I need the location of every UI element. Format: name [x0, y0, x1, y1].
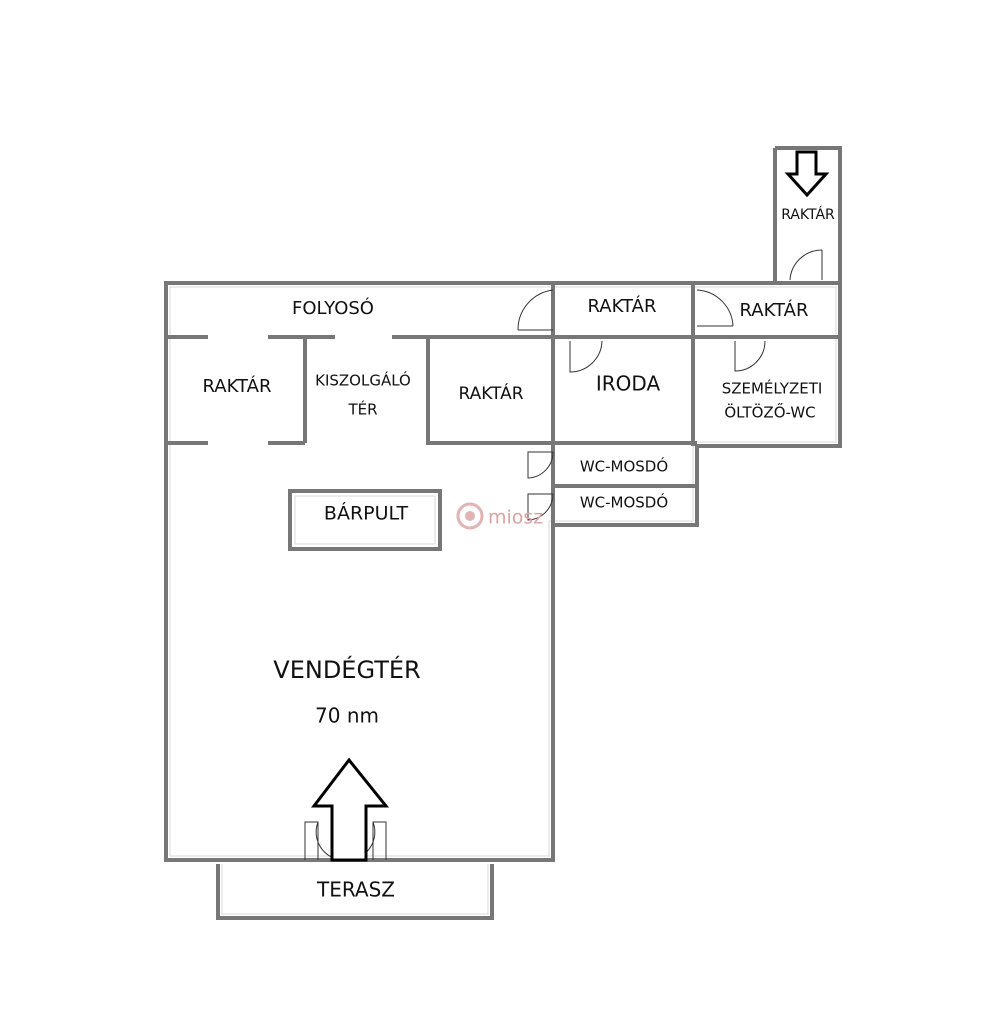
label-raktar-left: RAKTÁR — [203, 375, 272, 397]
door-swing-raktar-right — [696, 289, 734, 327]
label-vendegter-area: 70 nm — [315, 704, 379, 728]
tower-wall-right — [775, 146, 842, 283]
label-raktar-tower: RAKTÁR — [781, 206, 835, 223]
label-szemelyzeti-line2: ÖLTÖZŐ-WC — [724, 402, 815, 422]
up-arrow-icon — [310, 757, 390, 862]
label-kiszolgalo-line1: KISZOLGÁLÓ — [315, 371, 411, 390]
terasz-wall — [216, 864, 494, 920]
barpult-counter-inner — [294, 495, 436, 545]
label-barpult: BÁRPULT — [324, 502, 409, 525]
label-raktar-center: RAKTÁR — [458, 382, 523, 404]
watermark-text: miosz — [488, 507, 543, 529]
room-labels: FOLYOSÓ RAKTÁR RAKTÁR RAKTÁR RAKTÁR KISZ… — [203, 206, 836, 902]
door-swing-raktar-mid — [517, 289, 554, 331]
down-arrow-icon — [784, 150, 830, 198]
label-wc2: WC-MOSDÓ — [580, 493, 668, 512]
label-vendegter: VENDÉGTÉR — [273, 655, 420, 684]
door-swing-iroda — [569, 340, 603, 373]
label-raktar-top-mid: RAKTÁR — [588, 295, 657, 317]
label-wc1: WC-MOSDÓ — [580, 457, 668, 476]
door-swing-szemelyzeti — [734, 340, 766, 372]
miosz-logo-icon — [456, 502, 484, 530]
outer-wall — [164, 281, 842, 862]
label-szemelyzeti-line1: SZEMÉLYZETI — [722, 379, 823, 398]
door-swing-tower — [789, 249, 823, 281]
outer-wall-inner — [169, 286, 837, 857]
door-swing-wc2 — [527, 493, 554, 521]
label-terasz: TERASZ — [316, 878, 395, 902]
walls — [164, 146, 842, 920]
label-iroda: IRODA — [596, 372, 661, 396]
doors — [304, 249, 823, 861]
raktar-center-wall — [426, 337, 553, 445]
terasz-wall-inner — [221, 864, 489, 915]
label-kiszolgalo-line2: TÉR — [347, 400, 377, 419]
barpult-counter — [288, 489, 442, 551]
label-folyoso: FOLYOSÓ — [292, 297, 374, 319]
label-raktar-top-right: RAKTÁR — [740, 299, 809, 321]
door-swing-wc1 — [527, 451, 554, 479]
